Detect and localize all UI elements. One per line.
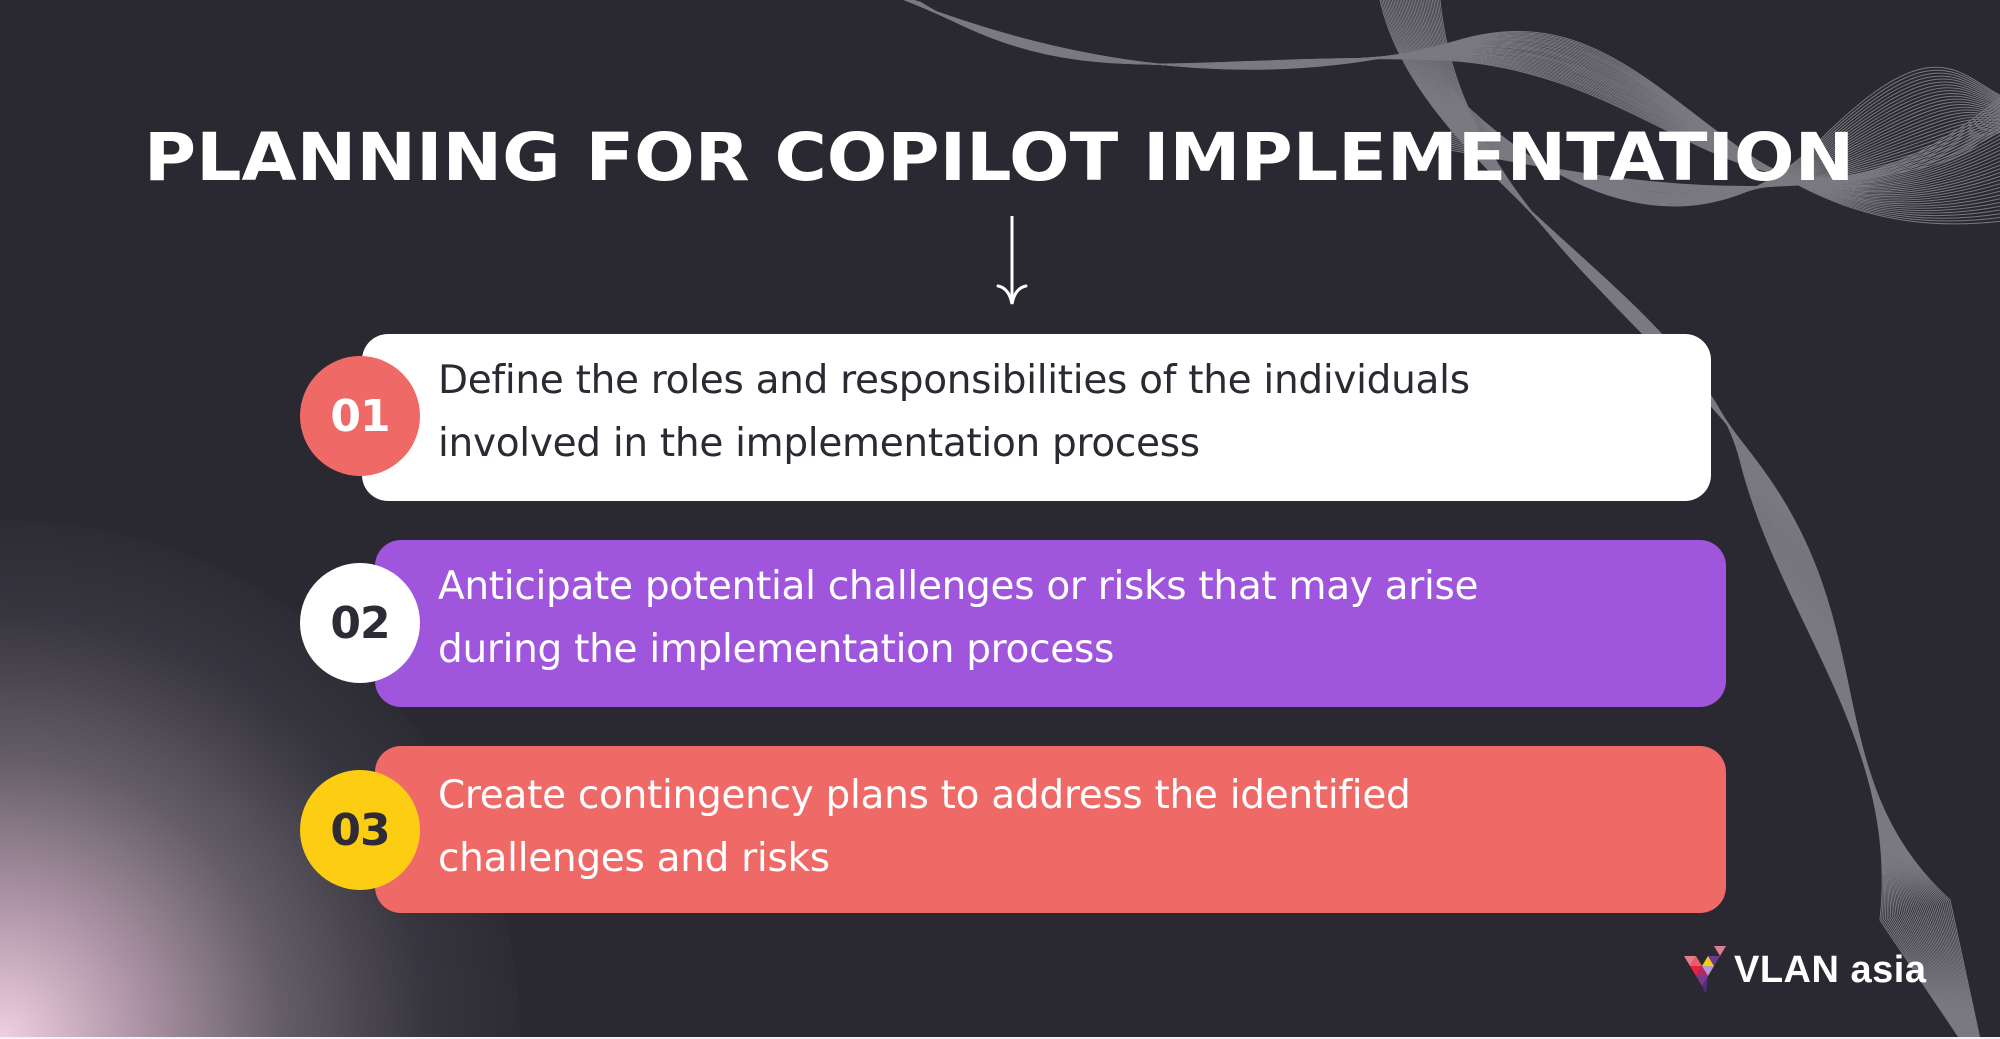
step-number-badge-3: 03 (300, 770, 420, 890)
step-text-1: Define the roles and responsibilities of… (438, 349, 1470, 475)
page-title: PLANNING FOR COPILOT IMPLEMENTATION (143, 119, 1855, 196)
step-number: 03 (330, 804, 390, 856)
step-number-badge-2: 02 (300, 563, 420, 683)
step-number: 01 (330, 390, 390, 442)
step-text-line: challenges and risks (438, 836, 830, 881)
step-text-3: Create contingency plans to address the … (438, 764, 1411, 890)
down-arrow-icon (996, 216, 1028, 305)
step-text-line: involved in the implementation process (438, 421, 1200, 466)
vlan-v-logo-icon (1684, 946, 1726, 994)
step-text-line: Anticipate potential challenges or risks… (438, 564, 1479, 609)
step-text-line: Define the roles and responsibilities of… (438, 358, 1470, 403)
step-text-line: during the implementation process (438, 627, 1114, 672)
brand-logo: VLAN asia (1684, 946, 1926, 994)
step-number: 02 (330, 597, 390, 649)
step-number-badge-1: 01 (300, 356, 420, 476)
brand-name: VLAN asia (1734, 948, 1927, 991)
step-text-line: Create contingency plans to address the … (438, 773, 1411, 818)
bottom-edge (0, 1037, 2000, 1039)
step-text-2: Anticipate potential challenges or risks… (438, 555, 1479, 681)
